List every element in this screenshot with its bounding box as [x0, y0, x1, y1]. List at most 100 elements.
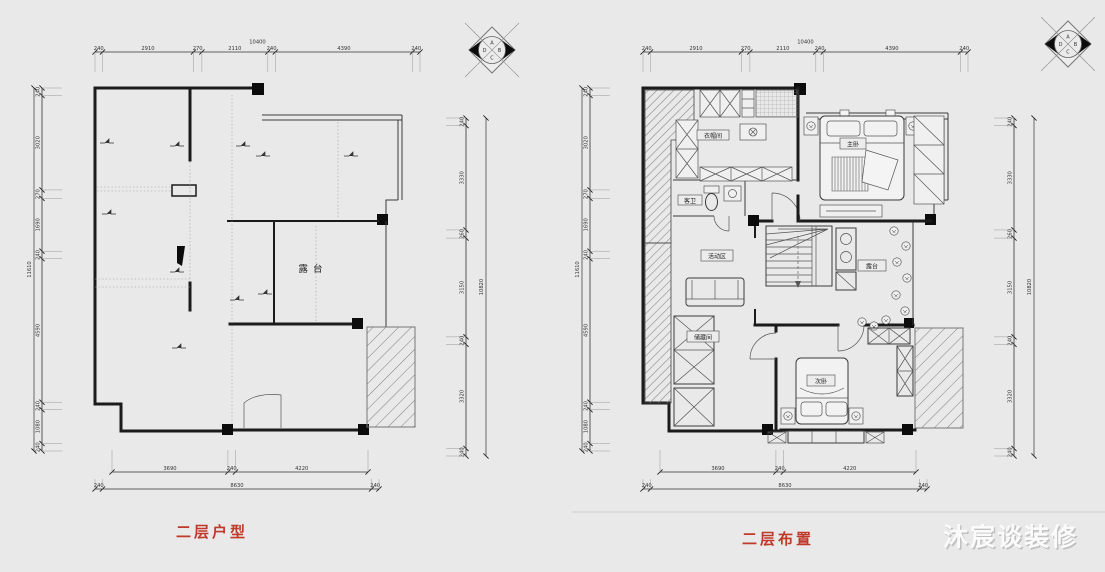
- compass-letter: D: [483, 48, 487, 54]
- dimension-text: 240: [642, 46, 652, 52]
- dimension-text: 240: [1008, 447, 1014, 457]
- dimension-text: 240: [1008, 117, 1014, 127]
- construction-grid-lines: [95, 95, 339, 425]
- dimension-text: 10820: [1027, 279, 1033, 296]
- dimension-text: 8630: [230, 483, 243, 489]
- compass-letter: B: [1074, 42, 1078, 48]
- dimension-text: 240: [267, 46, 277, 52]
- dimension-text: 240: [94, 46, 104, 52]
- second-bedroom-furniture: [767, 327, 914, 444]
- elevation-markers: [99, 138, 359, 349]
- master-bedroom-furniture: [803, 115, 945, 218]
- room-label-guest-bath: 客卫: [684, 197, 696, 205]
- dimension-text: 240: [584, 442, 590, 452]
- room-label-second-bedroom: 次卧: [815, 378, 827, 386]
- dimension-text: 3320: [460, 390, 466, 403]
- dimension-text: 240: [775, 466, 785, 472]
- dimension-text: 10400: [249, 40, 266, 46]
- dimension-text: 1080: [36, 420, 42, 433]
- dimension-chain-right-bottom-upper: 3690 240 4220: [657, 450, 919, 475]
- second-bed: [795, 357, 849, 425]
- dimension-text: 2910: [689, 46, 702, 52]
- room-label-master-bedroom: 主卧: [847, 141, 859, 149]
- room-label-storage: 储藏间: [694, 334, 712, 342]
- dimension-text: 2910: [141, 46, 154, 52]
- dimension-text: 240: [918, 483, 928, 489]
- right-plan-hatched-area: [914, 327, 964, 429]
- dimension-text: 240: [36, 250, 42, 260]
- dimension-text: 11610: [27, 261, 33, 278]
- sofa: [685, 277, 745, 307]
- dimension-text: 4220: [843, 466, 856, 472]
- dimension-text: 3020: [584, 136, 590, 149]
- dimension-text: 3150: [1008, 281, 1014, 294]
- dimension-text: 270: [36, 189, 42, 199]
- dimension-text: 3150: [460, 281, 466, 294]
- dimension-text: 240: [94, 483, 104, 489]
- flower-icon: [806, 121, 816, 131]
- dimension-text: 240: [642, 483, 652, 489]
- dimension-text: 11610: [575, 261, 581, 278]
- utility-unit: [835, 227, 857, 291]
- dimension-text: 240: [584, 250, 590, 260]
- left-plan-hatched-area: [366, 326, 416, 428]
- dimension-text: 270: [584, 189, 590, 199]
- compass-letter: B: [498, 48, 502, 54]
- stairs: [765, 225, 833, 288]
- dimension-text: 240: [36, 401, 42, 411]
- flower-icon: [783, 411, 793, 421]
- compass-letter: D: [1059, 42, 1063, 48]
- watermark: 沐宸谈装修: [943, 523, 1078, 552]
- dimension-chain-right-bottom-lower: 240 8630 240: [640, 479, 930, 492]
- dimension-text: 4590: [584, 324, 590, 337]
- compass-icon: A B C D: [1040, 16, 1096, 72]
- room-label-activity-area: 活动区: [708, 253, 726, 261]
- dimension-text: 240: [584, 401, 590, 411]
- flower-icon: [851, 411, 861, 421]
- room-label-cloakroom: 衣帽间: [704, 132, 722, 140]
- compass-icon: A B C D: [464, 22, 520, 78]
- dimension-text: 260: [460, 229, 466, 239]
- room-labels: 衣帽间 客卫 主卧 活动区 露台 储藏间 次卧: [677, 129, 887, 387]
- door-leaf: [177, 246, 185, 266]
- dimension-text: 270: [193, 46, 203, 52]
- dimension-text: 240: [460, 447, 466, 457]
- dimension-text: 3020: [36, 136, 42, 149]
- dimension-text: 1080: [584, 420, 590, 433]
- dimension-text: 4590: [36, 324, 42, 337]
- dimension-text: 240: [411, 46, 421, 52]
- master-wardrobe: [913, 115, 945, 205]
- dimension-text: 3690: [711, 466, 724, 472]
- wall-stub: [171, 184, 197, 197]
- dimension-text: 240: [1008, 336, 1014, 346]
- dimension-text: 270: [741, 46, 751, 52]
- dimension-text: 240: [460, 117, 466, 127]
- cloakroom-furniture: [675, 89, 799, 182]
- dimension-text: 240: [36, 442, 42, 452]
- dimension-text: 240: [370, 483, 380, 489]
- left-plan: 露台: [93, 83, 416, 435]
- dimension-text: 10820: [479, 279, 485, 296]
- watermark-shadow: 沐宸谈装修: [944, 524, 1079, 553]
- dimension-text: 240: [959, 46, 969, 52]
- dimension-text: 4220: [295, 466, 308, 472]
- dimension-text: 240: [227, 466, 237, 472]
- ramp-outline: [243, 394, 282, 428]
- dimension-text: 1690: [584, 218, 590, 231]
- compass-letter: A: [490, 41, 494, 47]
- dimension-text: 2110: [776, 46, 789, 52]
- dimension-text: 10400: [797, 40, 814, 46]
- dimension-text: 240: [815, 46, 825, 52]
- dimension-text: 8630: [778, 483, 791, 489]
- dimension-text: 4390: [885, 46, 898, 52]
